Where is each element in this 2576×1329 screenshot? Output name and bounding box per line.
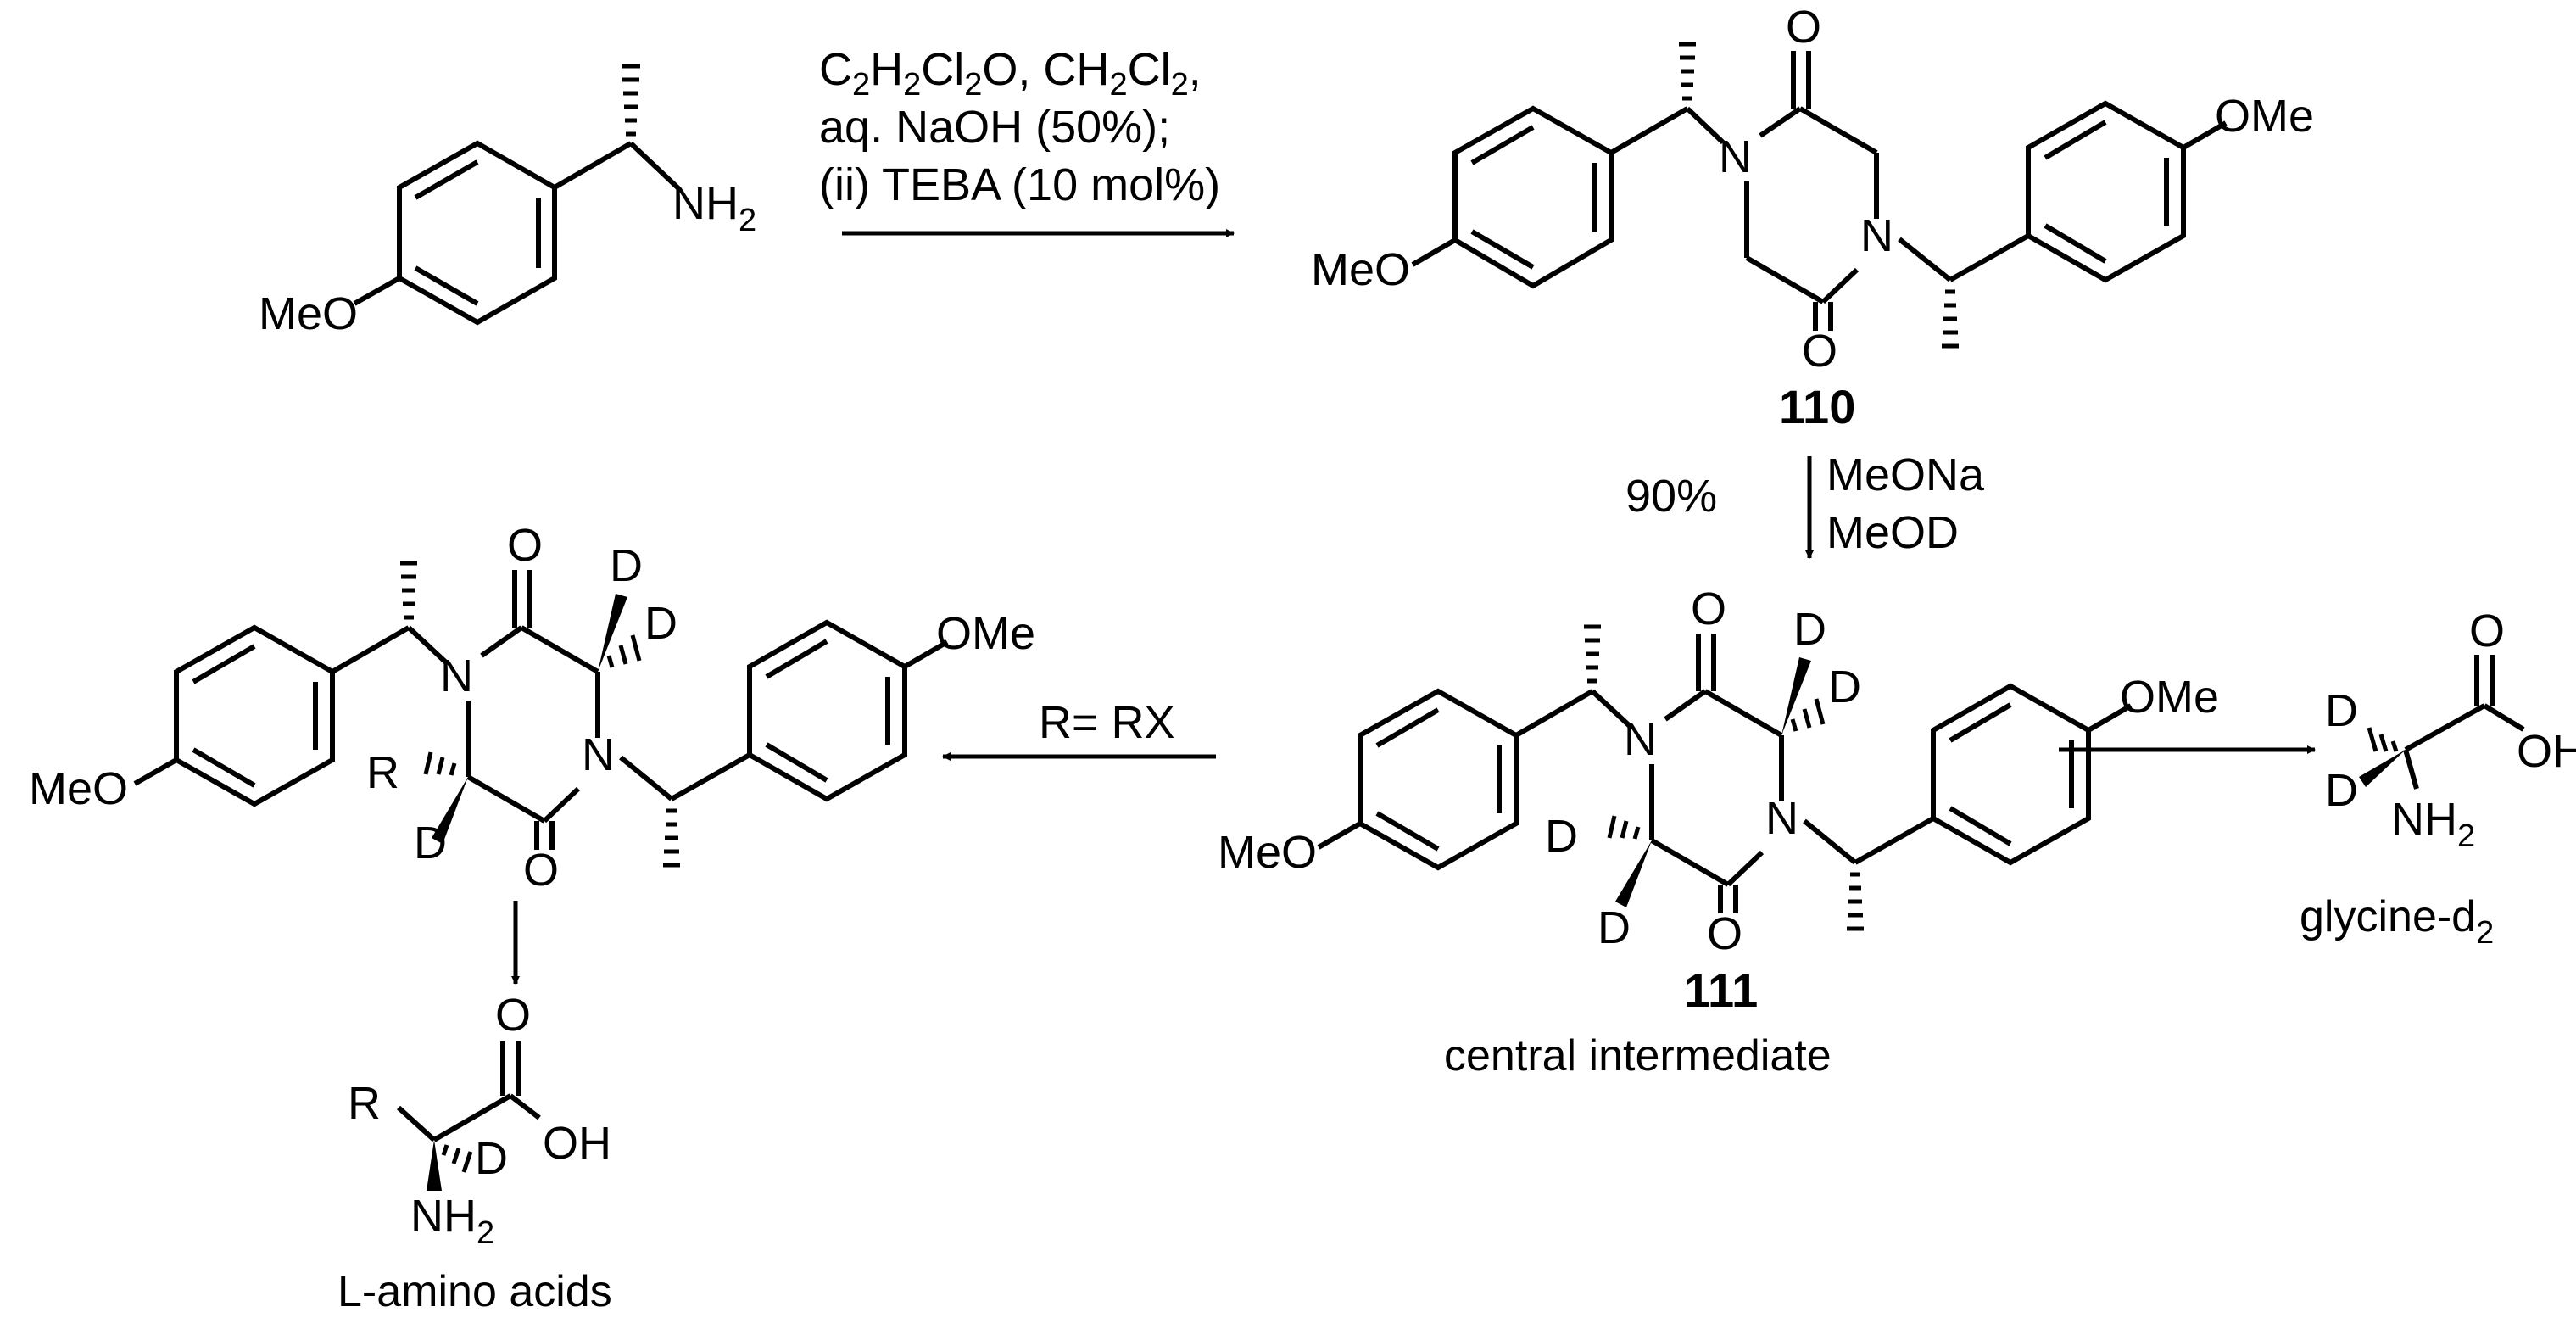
o-label: O	[2469, 606, 2505, 656]
hashed-methyl-wedge	[622, 64, 640, 137]
meo-label: MeO	[259, 288, 358, 339]
l-amino-acid: R O OH D NH2	[348, 990, 611, 1251]
ome-label: OMe	[936, 608, 1035, 659]
n2-label: N	[1860, 210, 1893, 261]
hashed-d-wedge	[1790, 698, 1826, 732]
alkylated-intermediate: MeO N O O N D D D	[29, 520, 1035, 896]
compound-111-id: 111	[1684, 963, 1758, 1017]
compound-111: MeO N O O N D D	[1218, 584, 2219, 959]
d-label: D	[1545, 811, 1578, 862]
r-label: R	[366, 747, 399, 798]
reagent-line-2: aq. NaOH (50%);	[819, 102, 1170, 153]
o-top-label: O	[1786, 2, 1821, 53]
reagent-line-1: C2H2Cl2O, CH2Cl2,	[819, 44, 1202, 103]
o-bottom-label: O	[1707, 908, 1742, 959]
compound-110: MeO N O O N	[1311, 2, 2314, 377]
n1-label: N	[1719, 131, 1752, 182]
reagent-meona: MeONa	[1826, 450, 1985, 500]
hashed-d-wedge	[441, 1144, 473, 1173]
o-bottom-label: O	[523, 845, 559, 896]
o-bottom-label: O	[1802, 326, 1837, 377]
amino-acids-caption: L-amino acids	[337, 1267, 612, 1316]
d-label: D	[1828, 662, 1861, 712]
o-label: O	[495, 990, 531, 1041]
d-label: D	[1597, 902, 1631, 953]
r-label: R	[348, 1078, 381, 1129]
step3-conditions: R= RX	[942, 697, 1216, 761]
meo-label: MeO	[29, 763, 128, 814]
hashed-methyl-wedge	[1942, 289, 1959, 349]
n2-label: N	[582, 729, 615, 780]
o-top-label: O	[1691, 584, 1726, 634]
compound-110-id: 110	[1779, 380, 1855, 433]
d-label: D	[610, 540, 643, 591]
hashed-d-wedge	[2367, 727, 2399, 752]
hashed-r-wedge	[423, 751, 457, 776]
hashed-methyl-wedge	[663, 808, 680, 868]
yield-label: 90%	[1625, 471, 1717, 522]
oh-label: OH	[543, 1118, 611, 1169]
nh2-label: NH2	[672, 178, 756, 238]
d-label: D	[1793, 604, 1826, 655]
hashed-methyl-wedge	[400, 561, 417, 620]
n2-label: N	[1765, 793, 1798, 844]
starting-amine: NH2 MeO	[259, 64, 756, 339]
ome-label: OMe	[2215, 91, 2314, 142]
ome-label: OMe	[2120, 672, 2219, 723]
oh-label: OH	[2517, 726, 2576, 777]
d-label: D	[414, 818, 447, 868]
d-label: D	[475, 1133, 508, 1184]
glycine-caption: glycine-d2	[2300, 892, 2494, 951]
meo-label: MeO	[1311, 244, 1410, 295]
hashed-methyl-wedge	[1584, 624, 1601, 684]
step2-conditions: 90% MeONa MeOD	[1625, 450, 1985, 559]
hashed-methyl-wedge	[1679, 42, 1696, 101]
nh2-label: NH2	[2391, 794, 2475, 854]
o-top-label: O	[507, 520, 543, 571]
reagent-line-3: (ii) TEBA (10 mol%)	[819, 159, 1220, 210]
glycine-d2: O OH D D NH2	[2325, 606, 2576, 854]
nh2-label: NH2	[410, 1191, 494, 1251]
meo-label: MeO	[1218, 827, 1317, 878]
d-label: D	[2325, 765, 2358, 816]
reagent-meod: MeOD	[1826, 507, 1959, 558]
hashed-d-wedge	[606, 634, 642, 668]
hashed-methyl-wedge	[1847, 872, 1864, 931]
n1-label: N	[440, 651, 473, 701]
step1-conditions: C2H2Cl2O, CH2Cl2, aq. NaOH (50%); (ii) T…	[819, 44, 1235, 237]
d-label: D	[2325, 685, 2358, 736]
reagent-rx: R= RX	[1039, 697, 1175, 748]
d-label: D	[644, 598, 677, 649]
compound-111-caption: central intermediate	[1444, 1031, 1832, 1081]
hashed-d-wedge	[1607, 815, 1641, 840]
n1-label: N	[1624, 714, 1657, 765]
